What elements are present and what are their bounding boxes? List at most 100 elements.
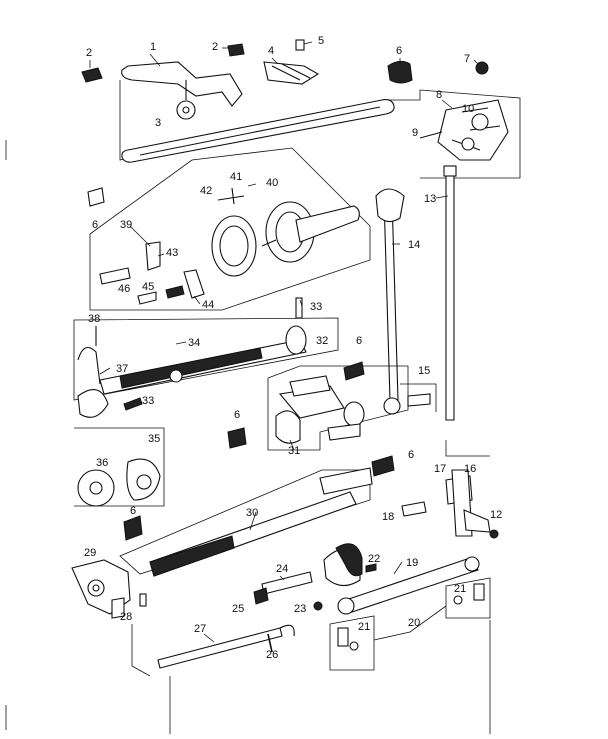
callout-21a: 21 — [454, 583, 466, 595]
callout-17: 17 — [434, 463, 446, 475]
callout-33b: 33 — [142, 395, 154, 407]
callout-4: 4 — [268, 45, 274, 57]
bobbin-case-group — [74, 427, 165, 507]
collar-part-6-loose — [87, 187, 105, 207]
callout-27: 27 — [194, 623, 206, 635]
screw-part-22 — [365, 563, 377, 573]
pin-part-33 — [295, 297, 303, 319]
callout-42: 42 — [200, 185, 212, 197]
hook-race-part-40 — [211, 215, 257, 277]
callout-36: 36 — [96, 457, 108, 469]
top-shaft-assembly — [81, 39, 421, 207]
gear-part-32 — [285, 325, 307, 355]
lower-shaft — [73, 297, 339, 418]
callout-19: 19 — [406, 557, 418, 569]
nut-part-7 — [475, 61, 489, 75]
bracket-group — [401, 440, 499, 539]
callout-31: 31 — [288, 445, 300, 457]
callout-44: 44 — [202, 299, 214, 311]
callout-6f: 6 — [130, 505, 136, 517]
callout-3: 3 — [155, 117, 161, 129]
feed-group — [227, 361, 409, 451]
hook-part-37 — [77, 389, 109, 418]
callout-labels: 1 2 2 3 4 5 6 6 6 6 6 6 7 8 9 10 12 13 1… — [84, 35, 502, 661]
callout-20: 20 — [408, 617, 420, 629]
lower-center-group — [253, 543, 491, 671]
bobbin-part-36 — [77, 469, 115, 507]
callout-10: 10 — [462, 103, 474, 115]
callout-30: 30 — [246, 507, 258, 519]
callout-7: 7 — [464, 53, 470, 65]
callout-22: 22 — [368, 553, 380, 565]
link-part-1 — [121, 61, 243, 107]
callout-18: 18 — [382, 511, 394, 523]
screw-part-15 — [407, 393, 431, 407]
screw-part-28 — [139, 593, 147, 607]
screw-part-25 — [253, 587, 269, 605]
callout-46: 46 — [118, 283, 130, 295]
feed-bar-group — [119, 455, 395, 577]
bracket-part-4 — [263, 61, 320, 85]
callout-38: 38 — [88, 313, 100, 325]
callout-23: 23 — [294, 603, 306, 615]
callout-6c: 6 — [356, 335, 362, 347]
screw-part-5 — [295, 39, 305, 51]
callout-14: 14 — [408, 239, 420, 251]
vertical-rods — [375, 165, 457, 421]
stud-part-21 — [337, 627, 349, 647]
callout-43: 43 — [166, 247, 178, 259]
screw-part-12 — [489, 529, 499, 539]
collar-part-6-top — [387, 60, 413, 84]
callout-29: 29 — [84, 547, 96, 559]
callout-5: 5 — [318, 35, 324, 47]
callout-40: 40 — [266, 177, 278, 189]
callout-1: 1 — [150, 41, 156, 53]
callout-45: 45 — [142, 281, 154, 293]
callout-32: 32 — [316, 335, 328, 347]
callout-2b: 2 — [212, 41, 218, 53]
plate-part-43 — [145, 241, 161, 271]
callout-2a: 2 — [86, 47, 92, 59]
callout-21b: 21 — [358, 621, 370, 633]
callout-28: 28 — [120, 611, 132, 623]
screw-part-46 — [137, 291, 157, 305]
hook-detail-box — [89, 147, 371, 311]
callout-15: 15 — [418, 365, 430, 377]
collar-part-6-right — [371, 455, 395, 477]
screw-part-45 — [165, 285, 185, 299]
rod-part-13 — [445, 169, 455, 421]
callout-6e: 6 — [408, 449, 414, 461]
stud-part-2-right — [227, 43, 245, 57]
leader-lines — [89, 41, 479, 643]
callout-41: 41 — [230, 171, 242, 183]
callout-37: 37 — [116, 363, 128, 375]
collar-part-31 — [275, 410, 301, 444]
screw-part-33-lower — [123, 397, 143, 411]
callout-6d: 6 — [234, 409, 240, 421]
callout-24: 24 — [276, 563, 288, 575]
collar-part-6-bar — [123, 515, 143, 541]
stud-part-2-left — [81, 67, 103, 83]
bobbin-case-part-35 — [126, 458, 161, 501]
spring-part-41 — [217, 187, 245, 205]
bottom-left-group — [71, 559, 491, 734]
plate-part-44 — [183, 269, 205, 299]
callout-39: 39 — [120, 219, 132, 231]
callout-35: 35 — [148, 433, 160, 445]
callout-13: 13 — [424, 193, 436, 205]
callout-26: 26 — [266, 649, 278, 661]
callout-25: 25 — [232, 603, 244, 615]
screw-part-23 — [313, 601, 323, 611]
callout-8: 8 — [436, 89, 442, 101]
callout-6a: 6 — [396, 45, 402, 57]
collar-part-6-mid — [227, 427, 247, 449]
pin-part-26 — [267, 633, 273, 653]
top-right-assembly — [419, 61, 521, 179]
callout-34: 34 — [188, 337, 200, 349]
rod-part-14 — [383, 197, 399, 401]
callout-6b: 6 — [92, 219, 98, 231]
screw-part-18 — [401, 501, 427, 517]
callout-9: 9 — [412, 127, 418, 139]
